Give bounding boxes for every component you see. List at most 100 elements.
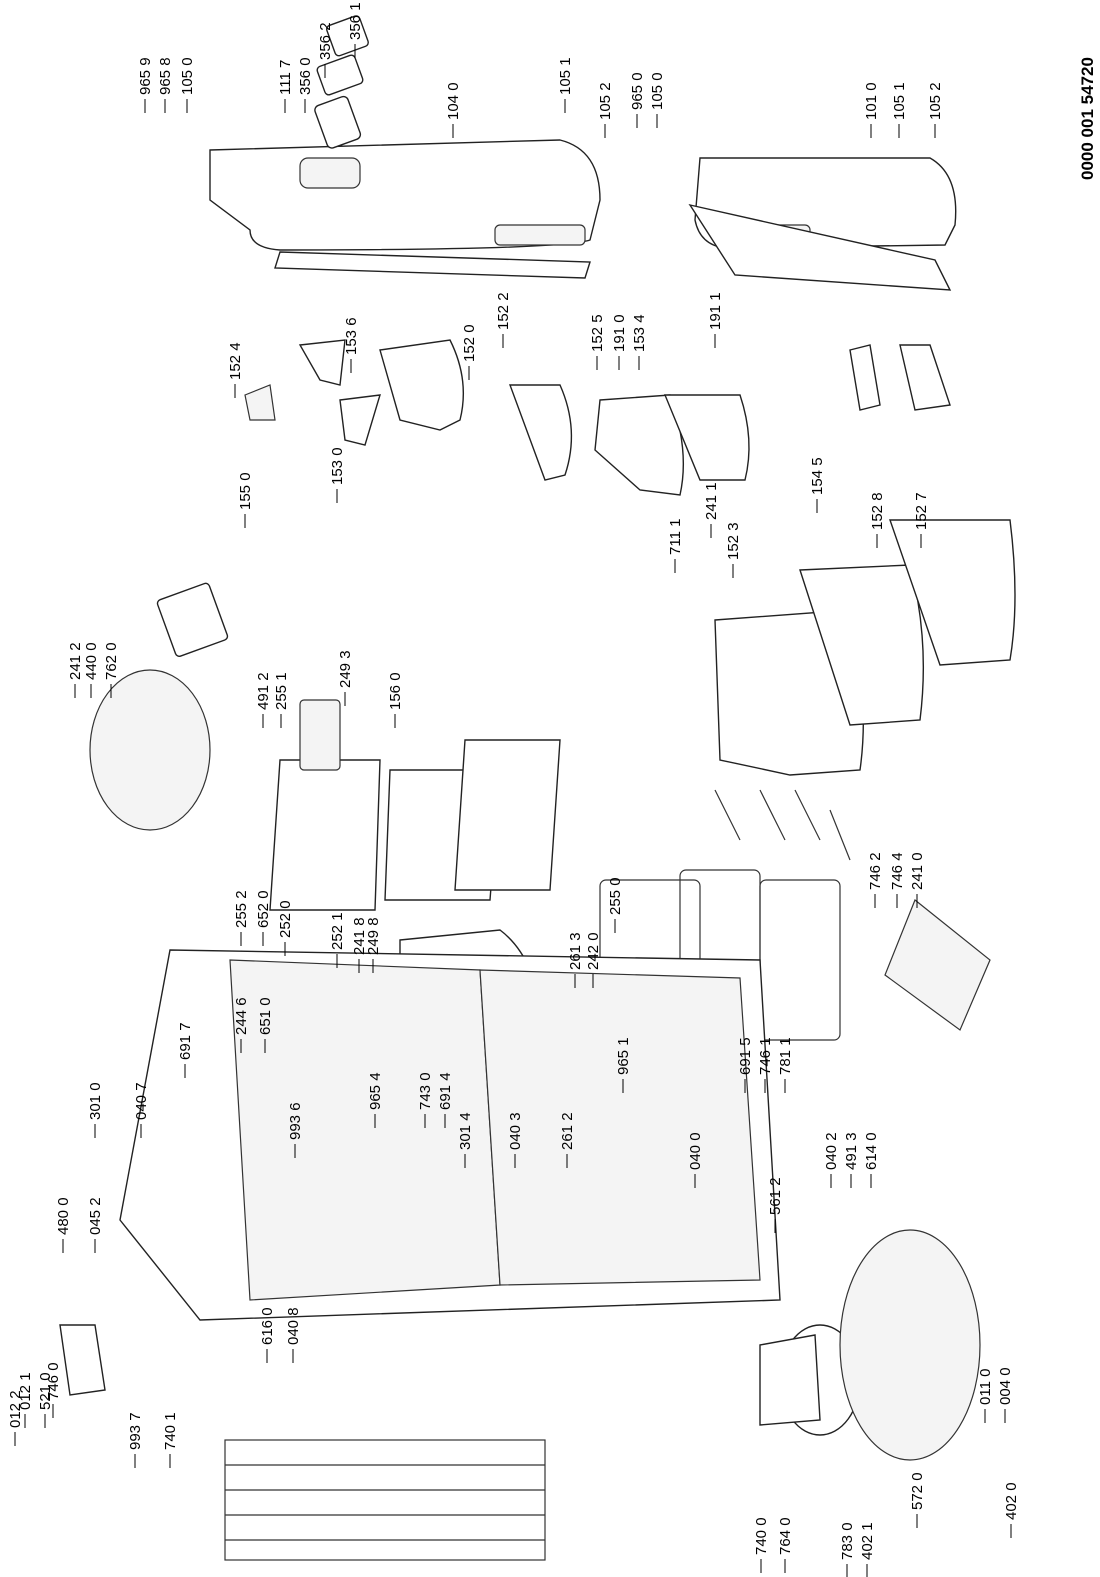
part-label: 746 2 <box>867 852 884 890</box>
part-label: 152 3 <box>725 522 742 560</box>
condenser-coil <box>224 1439 546 1561</box>
part-label: 156 0 <box>387 672 404 710</box>
shelves-glass <box>269 699 561 911</box>
part-label: 255 2 <box>233 890 250 928</box>
part-label: 255 1 <box>273 672 290 710</box>
part-label: 521 0 <box>37 1372 54 1410</box>
part-label: 154 5 <box>809 457 826 495</box>
part-label: 740 1 <box>162 1412 179 1450</box>
part-label: 249 8 <box>365 917 382 955</box>
part-label: 153 0 <box>329 447 346 485</box>
part-label: 040 7 <box>133 1082 150 1120</box>
part-label: 241 2 <box>67 642 84 680</box>
part-label: 652 0 <box>255 890 272 928</box>
part-label: 301 0 <box>87 1082 104 1120</box>
door-display-recess <box>299 157 361 189</box>
part-label: 153 6 <box>343 317 360 355</box>
cabinet <box>119 949 781 1321</box>
compressor <box>759 1229 981 1461</box>
part-label: 440 0 <box>83 642 100 680</box>
part-label: 191 1 <box>707 292 724 330</box>
part-label: 965 8 <box>157 57 174 95</box>
part-label: 781 1 <box>777 1037 794 1075</box>
part-label: 480 0 <box>55 1197 72 1235</box>
part-label: 616 0 <box>259 1307 276 1345</box>
part-label: 152 8 <box>869 492 886 530</box>
part-label: 241 0 <box>909 852 926 890</box>
part-label: 155 0 <box>237 472 254 510</box>
part-label: 691 7 <box>177 1022 194 1060</box>
door-shelves <box>244 339 951 496</box>
part-label: 783 0 <box>839 1522 856 1560</box>
part-label: 691 4 <box>437 1072 454 1110</box>
part-label: 965 9 <box>137 57 154 95</box>
part-label: 040 3 <box>507 1112 524 1150</box>
part-label: 191 0 <box>611 314 628 352</box>
part-label: 152 4 <box>227 342 244 380</box>
part-label: 691 5 <box>737 1037 754 1075</box>
part-label: 356 2 <box>317 22 334 60</box>
door-handle <box>494 224 586 246</box>
part-label: 152 7 <box>913 492 930 530</box>
part-label: 993 6 <box>287 1102 304 1140</box>
part-label: 740 0 <box>753 1517 770 1555</box>
part-label: 152 5 <box>589 314 606 352</box>
part-label: 241 1 <box>703 482 720 520</box>
part-label: 105 2 <box>927 82 944 120</box>
display-board <box>314 15 369 149</box>
part-label: 241 8 <box>351 917 368 955</box>
part-label: 101 0 <box>863 82 880 120</box>
part-label: 105 0 <box>179 57 196 95</box>
part-label: 105 1 <box>891 82 908 120</box>
part-label: 402 1 <box>859 1522 876 1560</box>
part-label: 572 0 <box>909 1472 926 1510</box>
part-label: 152 2 <box>495 292 512 330</box>
fridge-door <box>688 157 957 291</box>
door-gasket-upper <box>274 251 591 279</box>
drawing-code: 0000 001 54720 <box>1078 57 1097 180</box>
part-label: 045 2 <box>87 1197 104 1235</box>
door-gasket-lower <box>688 203 952 291</box>
part-label: 614 0 <box>863 1132 880 1170</box>
part-label: 249 3 <box>337 650 354 688</box>
part-label: 491 2 <box>255 672 272 710</box>
fan-assembly <box>89 582 229 831</box>
part-label: 244 6 <box>233 997 250 1035</box>
part-label: 242 0 <box>585 932 602 970</box>
part-label: 746 1 <box>757 1037 774 1075</box>
part-label: 746 4 <box>889 852 906 890</box>
part-label: 301 4 <box>457 1112 474 1150</box>
part-label: 040 0 <box>687 1132 704 1170</box>
part-label: 711 1 <box>667 519 684 555</box>
part-label: 152 0 <box>461 324 478 362</box>
part-label: 356 1 <box>347 2 364 40</box>
part-label: 040 8 <box>285 1307 302 1345</box>
part-label: 993 7 <box>127 1412 144 1450</box>
part-label: 491 3 <box>843 1132 860 1170</box>
part-label: 111 7 <box>277 60 294 95</box>
part-label: 356 0 <box>297 57 314 95</box>
part-label: 104 0 <box>445 82 462 120</box>
part-label: 261 3 <box>567 932 584 970</box>
part-label: 105 0 <box>649 72 666 110</box>
part-label: 402 0 <box>1003 1482 1020 1520</box>
part-label: 012 1 <box>17 1372 34 1410</box>
part-label: 105 2 <box>597 82 614 120</box>
freezer-door-upper <box>209 139 601 279</box>
part-label: 012 2 <box>7 1390 24 1428</box>
part-label: 965 1 <box>615 1037 632 1075</box>
part-label: 651 0 <box>257 997 274 1035</box>
part-label: 153 4 <box>631 314 648 352</box>
part-label: 252 0 <box>277 900 294 938</box>
part-label: 004 0 <box>997 1367 1014 1405</box>
part-label: 762 0 <box>103 642 120 680</box>
electrical-box <box>59 1324 106 1396</box>
part-label: 105 1 <box>557 57 574 95</box>
part-label: 965 0 <box>629 72 646 110</box>
part-label: 561 2 <box>767 1177 784 1215</box>
part-label: 011 0 <box>977 1369 994 1405</box>
part-label: 743 0 <box>417 1072 434 1110</box>
part-label: 255 0 <box>607 877 624 915</box>
